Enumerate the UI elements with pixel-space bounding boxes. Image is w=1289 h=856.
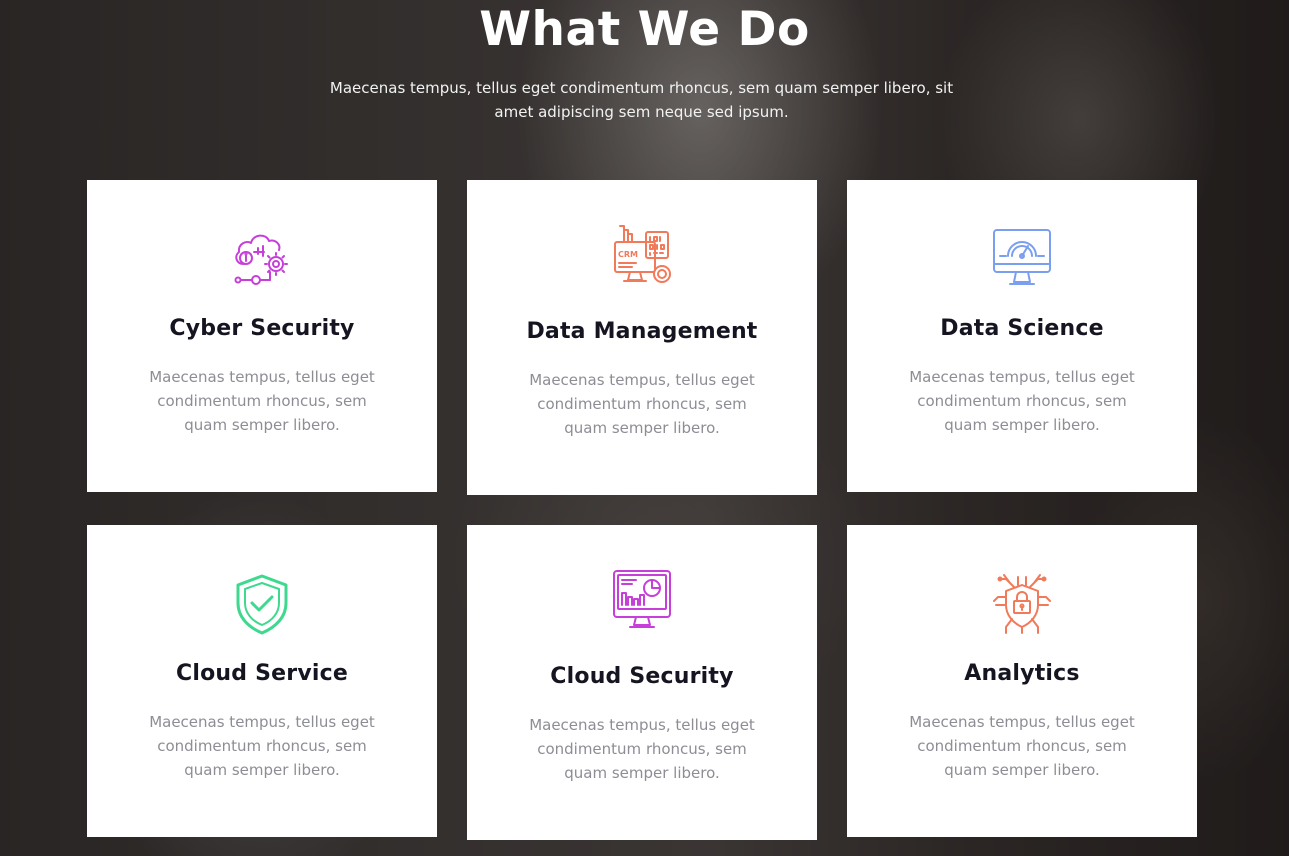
- card-title: Cloud Security: [550, 664, 734, 689]
- card-description: Maecenas tempus, tellus eget condimentum…: [909, 713, 1135, 779]
- monitor-chart-icon: [612, 569, 672, 631]
- card-description: Maecenas tempus, tellus eget condimentum…: [529, 371, 755, 437]
- svg-text:CRM: CRM: [618, 250, 638, 259]
- card-description: Maecenas tempus, tellus eget condimentum…: [909, 368, 1135, 434]
- card-title: Data Science: [940, 316, 1104, 341]
- card-title: Cyber Security: [169, 316, 355, 341]
- cloud-gear-icon: [232, 228, 292, 290]
- monitor-gauge-icon: [992, 228, 1052, 290]
- shield-check-icon: [232, 573, 292, 635]
- service-card-data-science[interactable]: Data Science Maecenas tempus, tellus ege…: [847, 180, 1197, 492]
- section-title: What We Do: [479, 2, 810, 57]
- service-card-cloud-security[interactable]: Cloud Security Maecenas tempus, tellus e…: [467, 525, 817, 840]
- service-card-analytics[interactable]: Analytics Maecenas tempus, tellus eget c…: [847, 525, 1197, 837]
- card-title: Cloud Service: [176, 661, 348, 686]
- service-card-cloud-service[interactable]: Cloud Service Maecenas tempus, tellus eg…: [87, 525, 437, 837]
- service-card-cyber-security[interactable]: Cyber Security Maecenas tempus, tellus e…: [87, 180, 437, 492]
- section-subtitle: Maecenas tempus, tellus eget condimentum…: [329, 79, 954, 121]
- crm-data-icon: CRM: [612, 224, 672, 286]
- card-description: Maecenas tempus, tellus eget condimentum…: [149, 368, 375, 434]
- lock-circuit-icon: [992, 573, 1052, 635]
- service-card-data-management[interactable]: CRM Data Management Maecenas tempus, tel…: [467, 180, 817, 495]
- card-description: Maecenas tempus, tellus eget condimentum…: [149, 713, 375, 779]
- card-title: Analytics: [964, 661, 1080, 686]
- card-title: Data Management: [526, 319, 758, 344]
- card-description: Maecenas tempus, tellus eget condimentum…: [529, 716, 755, 782]
